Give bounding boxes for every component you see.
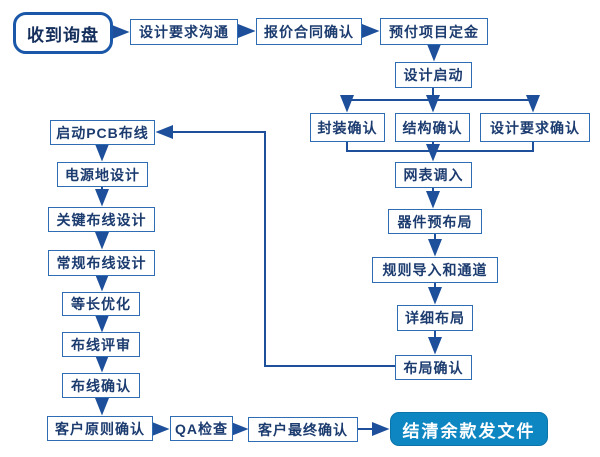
- node-quote-contract-confirmation: 报价合同确认: [256, 18, 362, 45]
- node-structure-confirmation: 结构确认: [395, 113, 470, 142]
- node-routing-confirmation: 布线确认: [62, 373, 140, 398]
- node-receive-inquiry: 收到询盘: [13, 12, 113, 54]
- node-settle-balance-release-files: 结清余款发文件: [390, 412, 548, 446]
- node-package-confirmation: 封装确认: [310, 113, 385, 142]
- arrow-placementconfirm-to-routing: [155, 125, 395, 367]
- node-design-requirement-communication: 设计要求沟通: [130, 19, 238, 45]
- node-customer-final-confirmation: 客户最终确认: [248, 417, 358, 442]
- node-start-pcb-routing: 启动PCB布线: [50, 120, 155, 145]
- node-rule-import-and-channels: 规则导入和通道: [372, 257, 498, 283]
- node-qa-check: QA检查: [170, 416, 233, 441]
- node-length-matching-optimization: 等长优化: [62, 292, 140, 316]
- node-placement-confirmation: 布局确认: [395, 355, 472, 380]
- node-design-requirement-confirmation: 设计要求确认: [480, 113, 590, 142]
- node-customer-principle-confirmation: 客户原则确认: [47, 416, 153, 441]
- node-detailed-placement: 详细布局: [397, 305, 473, 331]
- node-regular-routing-design: 常规布线设计: [48, 250, 155, 276]
- node-power-ground-design: 电源地设计: [57, 162, 148, 187]
- node-netlist-import: 网表调入: [395, 162, 472, 188]
- node-component-pre-placement: 器件预布局: [388, 209, 482, 234]
- node-routing-review: 布线评审: [62, 332, 140, 357]
- node-design-kickoff: 设计启动: [395, 62, 472, 88]
- node-critical-routing-design: 关键布线设计: [48, 207, 155, 232]
- node-project-deposit-prepayment: 预付项目定金: [380, 18, 488, 45]
